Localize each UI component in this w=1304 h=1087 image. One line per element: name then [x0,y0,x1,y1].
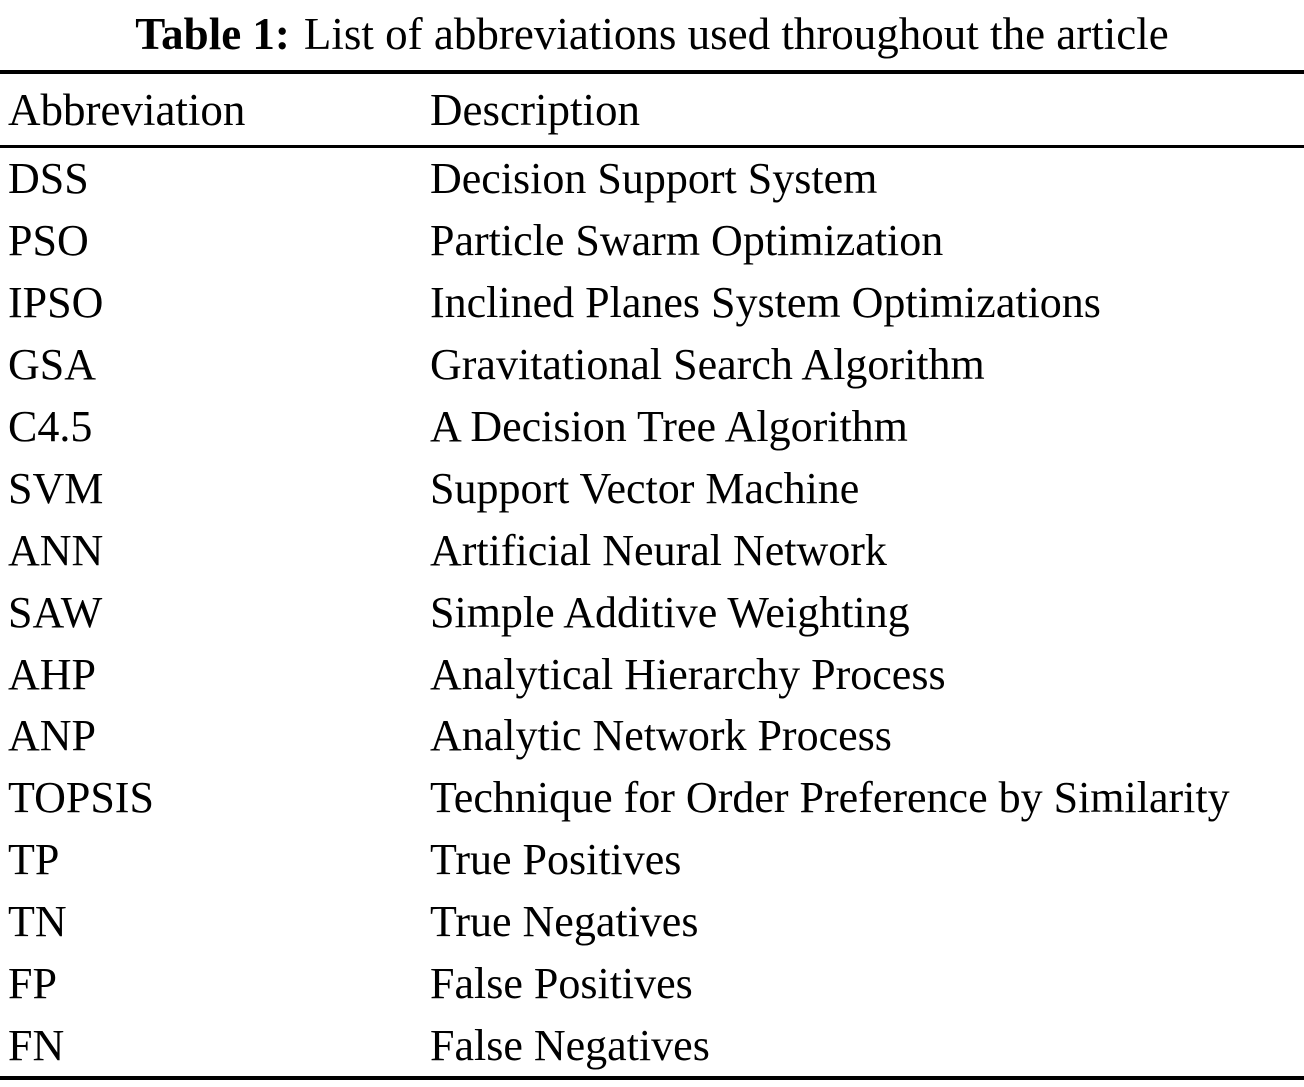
abbreviation-cell: IPSO [8,278,104,328]
abbreviation-cell: AHP [8,649,97,699]
abbreviation-cell: C4.5 [8,402,93,451]
description-cell: Gravitational Search Algorithm [430,340,985,390]
table-row: PSO Particle Swarm Optimization [0,210,1304,272]
description-cell: False Negatives [430,1020,710,1070]
abbreviation-cell: GSA [8,340,97,390]
table-row: IPSO Inclined Planes System Optimization… [0,272,1304,334]
description-cell: Simple Additive Weighting [430,587,910,637]
description-cell: A Decision Tree Algorithm [430,402,908,451]
table-bottom-rule [0,1076,1304,1081]
abbreviation-cell: FP [8,959,57,1009]
abbreviation-cell: ANN [8,525,104,575]
table-row: ANP Analytic Network Process [0,705,1304,767]
abbreviation-cell: TN [8,897,67,947]
table-caption-text: List of abbreviations used throughout th… [303,9,1169,59]
table-row: TOPSIS Technique for Order Preference by… [0,767,1304,829]
abbreviation-cell: SVM [8,463,104,513]
table-row: AHP Analytical Hierarchy Process [0,643,1304,705]
description-cell: Technique for Order Preference by Simila… [430,773,1230,823]
table-header-rule [0,145,1304,148]
table-row: TN True Negatives [0,891,1304,953]
abbreviation-cell: SAW [8,587,103,637]
description-cell: True Positives [430,835,682,885]
table-caption: Table 1: List of abbreviations used throu… [0,6,1304,62]
table-body: DSS Decision Support System PSO Particle… [0,148,1304,1076]
description-cell: Decision Support System [430,154,878,204]
abbreviation-cell: ANP [8,711,97,761]
description-cell: False Positives [430,959,693,1009]
description-cell: Artificial Neural Network [430,525,887,575]
table-row: FP False Positives [0,953,1304,1015]
description-cell: Inclined Planes System Optimizations [430,278,1101,328]
description-cell: Analytic Network Process [430,711,892,761]
table-row: ANN Artificial Neural Network [0,519,1304,581]
description-cell: Analytical Hierarchy Process [430,649,946,699]
table-row: GSA Gravitational Search Algorithm [0,334,1304,396]
abbreviation-cell: DSS [8,154,89,204]
column-header-description: Description [430,84,640,135]
abbreviation-cell: TP [8,835,60,885]
table-row: DSS Decision Support System [0,148,1304,210]
table-row: SVM Support Vector Machine [0,457,1304,519]
table-caption-label: Table 1: [135,9,290,59]
description-cell: True Negatives [430,897,699,947]
table-row: TP True Positives [0,829,1304,891]
table-header-row: Abbreviation Description [0,74,1304,145]
table-row: C4.5 A Decision Tree Algorithm [0,396,1304,458]
column-header-abbreviation: Abbreviation [8,84,246,135]
abbreviation-cell: TOPSIS [8,773,154,823]
abbreviation-cell: PSO [8,216,89,266]
table-row: SAW Simple Additive Weighting [0,581,1304,643]
description-cell: Support Vector Machine [430,463,860,513]
description-cell: Particle Swarm Optimization [430,216,944,266]
abbreviation-cell: FN [8,1020,65,1070]
table-row: FN False Negatives [0,1014,1304,1076]
table-top-rule [0,70,1304,74]
